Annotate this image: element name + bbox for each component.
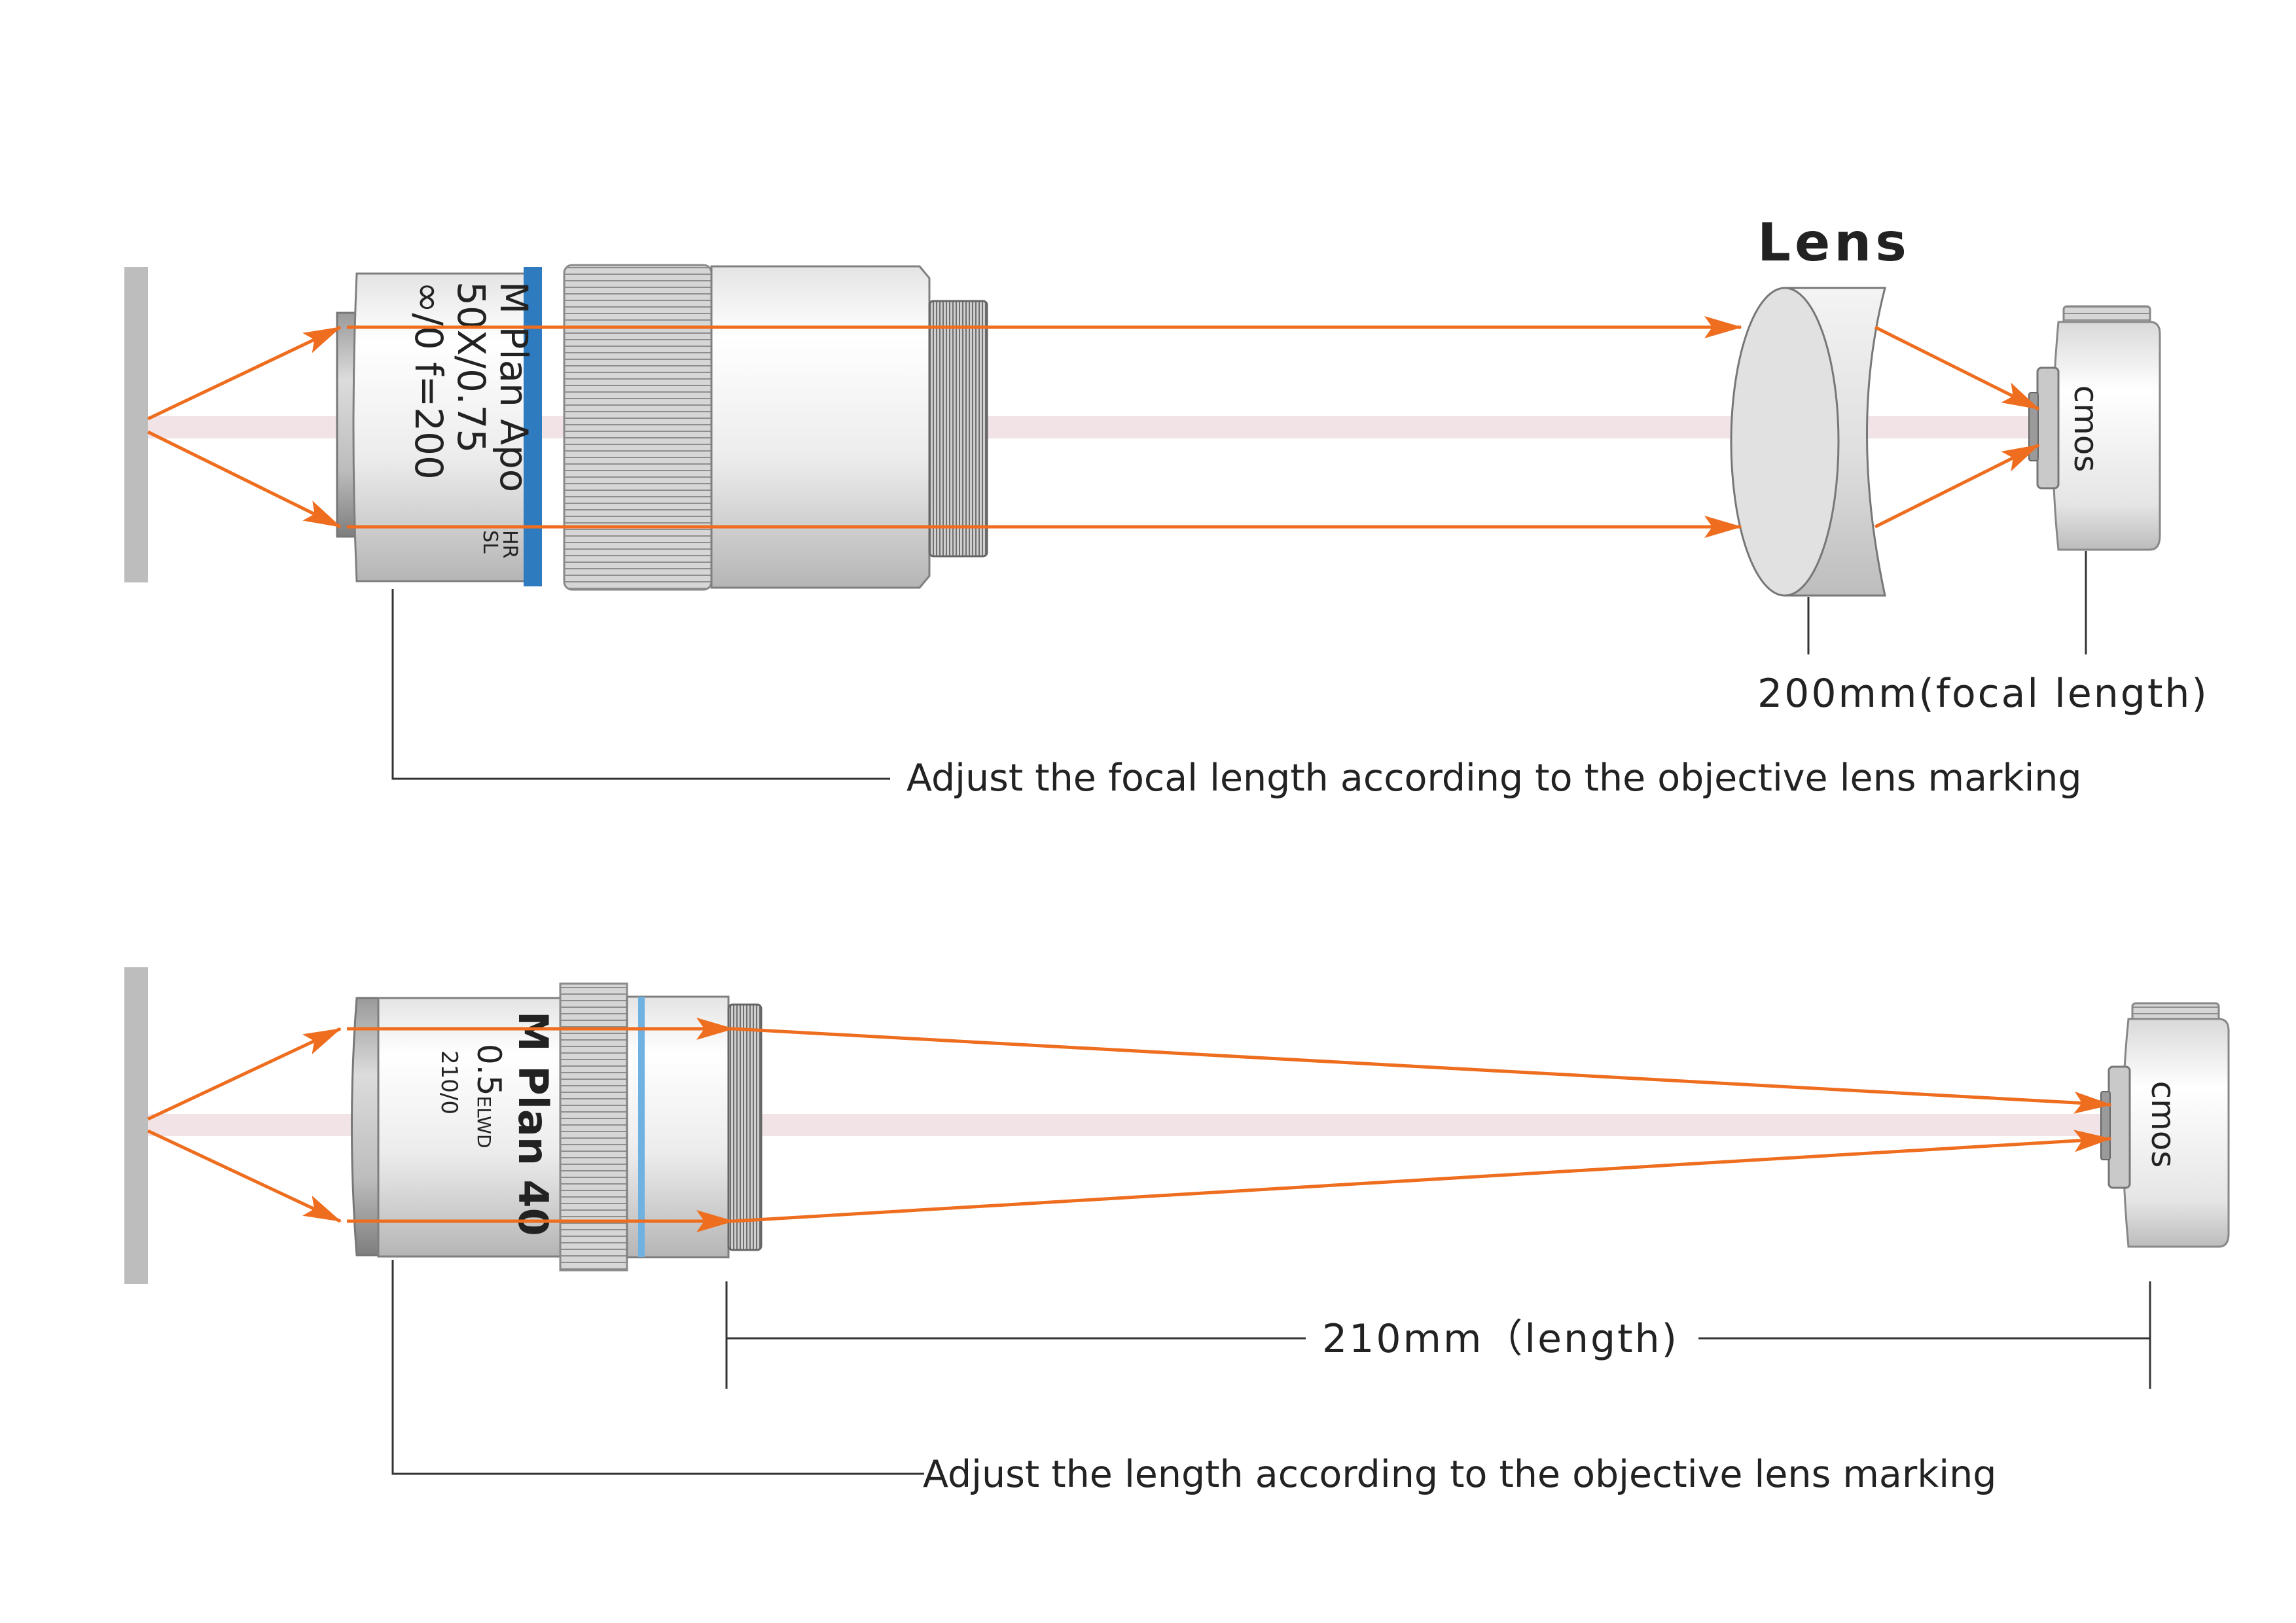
cmos-label-top: cmos <box>2067 385 2105 473</box>
objective-hr-mark: HR <box>498 530 521 558</box>
objective-sl-mark: SL <box>478 530 501 554</box>
finite-objective: M Plan 40 0.5ELWD 210/0 <box>351 982 762 1272</box>
note-top: Adjust the focal length according to the… <box>906 757 2082 800</box>
ray-top-upper-converge <box>1874 325 2040 411</box>
length-label: 210mm（length) <box>1322 1316 1679 1362</box>
objective-magnification: 50X/0.75 <box>449 281 493 453</box>
specimen-stage-bottom <box>124 967 148 1284</box>
length-dimension <box>725 1281 2151 1389</box>
cmos-camera-bottom: cmos <box>2100 1002 2230 1248</box>
specimen-stage-top <box>124 267 148 582</box>
top-system: M Plan Apo HR SL 50X/0.75 ∞/0 f=200 Lens… <box>124 212 2209 800</box>
rays-top <box>147 316 2040 538</box>
ray-bottom-upper-diverge <box>147 1027 342 1121</box>
ray-bottom-lower-converge <box>732 1130 2112 1223</box>
leader-bottom <box>391 1260 924 1475</box>
ray-top-lower-converge <box>1874 443 2040 529</box>
note-bottom: Adjust the length according to the objec… <box>923 1453 1996 1496</box>
objective-na: 0.5ELWD <box>470 1044 508 1149</box>
objective-na-value: 0.5 <box>470 1044 508 1096</box>
tube-lens: Lens <box>1730 212 1910 654</box>
blue-band-top <box>524 267 542 586</box>
thread-top <box>928 300 988 558</box>
ray-bottom-lower-diverge <box>147 1129 342 1223</box>
ray-top-upper-diverge <box>147 325 342 421</box>
cmos-label-bottom: cmos <box>2144 1081 2182 1168</box>
knurl-ring-top <box>563 264 713 591</box>
bottom-system: M Plan 40 0.5ELWD 210/0 cmos <box>124 967 2230 1496</box>
leader-top <box>391 589 890 780</box>
focal-length-label: 200mm(focal length) <box>1757 671 2209 717</box>
thread-bottom <box>727 1003 762 1251</box>
ray-bottom-upper-converge <box>732 1027 2112 1114</box>
objective-tube-length: 210/0 <box>436 1050 462 1115</box>
objective-name-bottom: M Plan 40 <box>509 1011 557 1236</box>
infinity-objective: M Plan Apo HR SL 50X/0.75 ∞/0 f=200 <box>336 264 988 591</box>
lens-label: Lens <box>1757 212 1910 273</box>
rays-bottom <box>147 1018 2112 1232</box>
knurl-ring-bottom <box>559 982 628 1272</box>
blue-band-bottom <box>638 997 645 1257</box>
objective-elwd: ELWD <box>473 1096 495 1149</box>
cmos-camera-top: cmos <box>2028 305 2161 654</box>
objective-infinity-f200: ∞/0 f=200 <box>406 281 451 480</box>
objective-name: M Plan Apo <box>492 281 536 492</box>
ray-top-lower-diverge <box>147 430 342 529</box>
